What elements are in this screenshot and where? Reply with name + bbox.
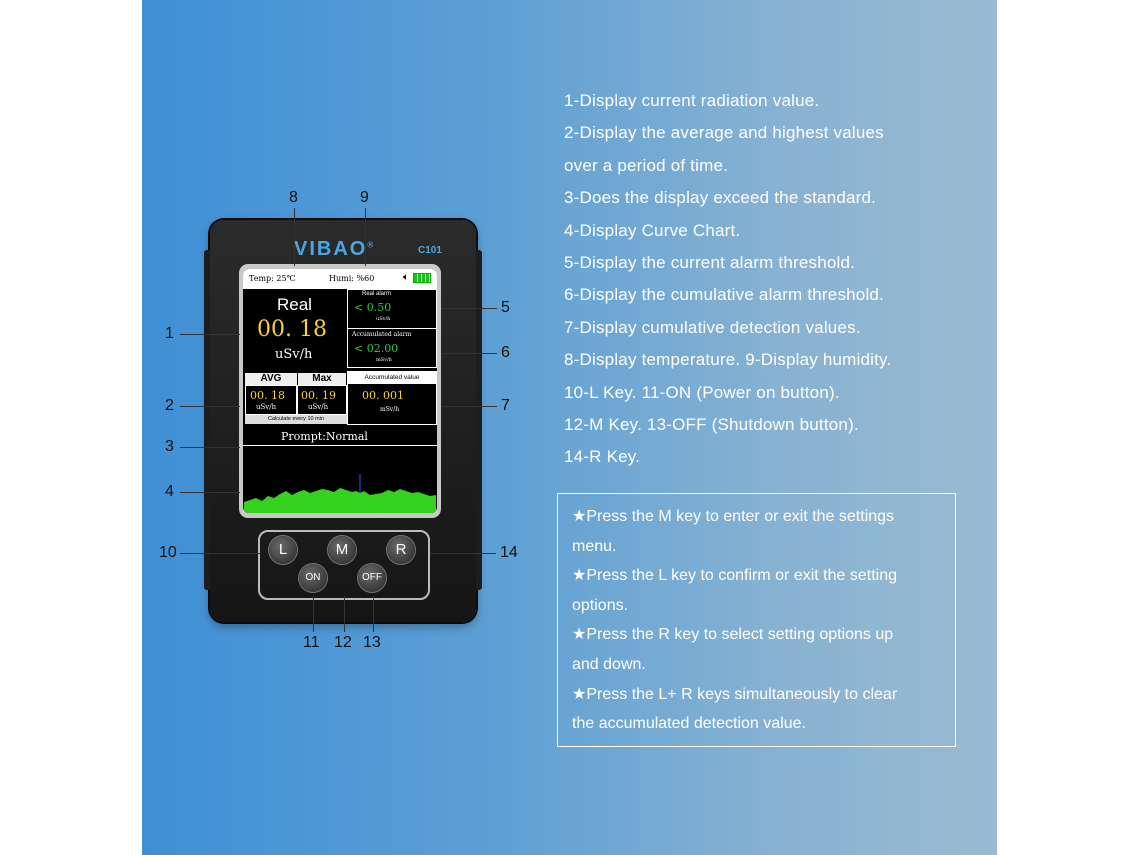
callout-9-line bbox=[365, 208, 366, 266]
instruction-line: ★Press the L key to confirm or exit the … bbox=[572, 567, 897, 585]
on-button[interactable]: ON bbox=[299, 564, 327, 592]
description-line: 4-Display Curve Chart. bbox=[564, 220, 741, 240]
instruction-line: the accumulated detection value. bbox=[572, 715, 806, 733]
callout-7-line bbox=[442, 406, 497, 407]
callout-2: 2 bbox=[165, 397, 174, 414]
m-key-button[interactable]: M bbox=[328, 536, 356, 564]
model-label: C101 bbox=[418, 245, 442, 256]
callout-13-line bbox=[373, 596, 374, 632]
callout-6: 6 bbox=[501, 344, 510, 361]
real-unit: uSv/h bbox=[275, 347, 313, 362]
accumulated-value: 00. 001 bbox=[362, 389, 404, 402]
radiation-curve-chart bbox=[244, 474, 436, 513]
description-line: over a period of time. bbox=[564, 155, 729, 175]
callout-11: 11 bbox=[303, 634, 320, 651]
temperature-readout: Temp: 25℃ bbox=[249, 274, 296, 283]
real-alarm-label: Real alarm bbox=[362, 291, 392, 297]
accumulated-alarm-value: < 02.00 bbox=[354, 342, 399, 355]
avg-unit: uSv/h bbox=[256, 403, 277, 411]
real-alarm-value: < 0.50 bbox=[354, 301, 392, 314]
battery-icon bbox=[413, 273, 431, 283]
real-value: 00. 18 bbox=[257, 317, 327, 342]
callout-5: 5 bbox=[501, 299, 510, 316]
callout-9: 9 bbox=[360, 189, 369, 206]
avg-header: AVG bbox=[245, 373, 297, 385]
description-line: 12-M Key. 13-OFF (Shutdown button). bbox=[564, 415, 859, 435]
off-button[interactable]: OFF bbox=[358, 564, 386, 592]
accumulated-value-box: Accumulated value 00. 001 mSv/h bbox=[347, 371, 437, 425]
max-unit: uSv/h bbox=[308, 403, 329, 411]
prompt-status: Prompt:Normal bbox=[281, 430, 368, 443]
humidity-readout: Humi: %60 bbox=[329, 274, 375, 283]
description-line: 8-Display temperature. 9-Display humidit… bbox=[564, 350, 892, 370]
dosimeter-device: VIBAO® C101 Temp: 25℃ Humi: %60 🔈︎ Real … bbox=[204, 220, 482, 622]
device-screen: Temp: 25℃ Humi: %60 🔈︎ Real 00. 18 uSv/h… bbox=[243, 269, 437, 513]
accumulated-alarm-box: Accumulated alarm < 02.00 mSv/h bbox=[347, 328, 437, 368]
real-alarm-box: Real alarm < 0.50 uSv/h bbox=[347, 289, 437, 329]
description-line: 2-Display the average and highest values bbox=[564, 123, 884, 143]
avg-box: 00. 18 uSv/h bbox=[245, 385, 297, 415]
accumulated-alarm-unit: mSv/h bbox=[376, 357, 392, 363]
description-line: 7-Display cumulative detection values. bbox=[564, 317, 861, 337]
callout-14: 14 bbox=[500, 544, 518, 561]
callout-6-line bbox=[442, 353, 497, 354]
instructions-box: ★Press the M key to enter or exit the se… bbox=[557, 493, 956, 747]
description-line: 6-Display the cumulative alarm threshold… bbox=[564, 285, 885, 305]
description-line: 3-Does the display exceed the standard. bbox=[564, 188, 877, 208]
feature-description-list: 1-Display current radiation value. 2-Dis… bbox=[564, 85, 974, 474]
brand-logo: VIBAO® bbox=[294, 238, 376, 260]
max-box: 00. 19 uSv/h bbox=[297, 385, 347, 415]
callout-5-line bbox=[442, 308, 497, 309]
callout-8-line bbox=[294, 208, 295, 266]
callout-2-line bbox=[180, 406, 240, 407]
instruction-line: ★Press the L+ R keys simultaneously to c… bbox=[572, 685, 898, 703]
callout-12-line bbox=[344, 596, 345, 632]
description-line: 1-Display current radiation value. bbox=[564, 91, 820, 110]
callout-10: 10 bbox=[159, 544, 177, 561]
speaker-icon: 🔈︎ bbox=[403, 272, 409, 283]
instruction-line: options. bbox=[572, 596, 629, 614]
description-line: 10-L Key. 11-ON (Power on button). bbox=[564, 382, 840, 402]
accumulated-alarm-label: Accumulated alarm bbox=[352, 331, 412, 338]
callout-12: 12 bbox=[334, 634, 352, 651]
r-key-button[interactable]: R bbox=[387, 536, 415, 564]
max-header: Max bbox=[298, 373, 346, 385]
status-bar: Temp: 25℃ Humi: %60 🔈︎ bbox=[243, 269, 437, 289]
callout-4: 4 bbox=[165, 483, 174, 500]
callout-7: 7 bbox=[501, 397, 510, 414]
l-key-button[interactable]: L bbox=[269, 536, 297, 564]
callout-1-line bbox=[180, 334, 240, 335]
max-value: 00. 19 bbox=[301, 389, 336, 402]
callout-10-line bbox=[180, 553, 260, 554]
product-panel: VIBAO® C101 Temp: 25℃ Humi: %60 🔈︎ Real … bbox=[142, 0, 997, 855]
instruction-line: ★Press the R key to select setting optio… bbox=[572, 626, 894, 644]
callout-4-line bbox=[180, 492, 240, 493]
callout-14-line bbox=[430, 553, 496, 554]
accumulated-value-unit: mSv/h bbox=[380, 406, 400, 413]
avg-value: 00. 18 bbox=[250, 389, 285, 402]
prompt-divider bbox=[243, 445, 437, 446]
calc-note: Calculate every 10 min bbox=[245, 415, 347, 424]
instruction-line: ★Press the M key to enter or exit the se… bbox=[572, 508, 895, 525]
instruction-line: menu. bbox=[572, 537, 617, 555]
callout-13: 13 bbox=[363, 634, 381, 651]
callout-11-line bbox=[313, 596, 314, 632]
real-label: Real bbox=[277, 295, 312, 314]
callout-3: 3 bbox=[165, 438, 174, 455]
description-line: 14-R Key. bbox=[564, 447, 641, 467]
callout-1: 1 bbox=[165, 325, 174, 342]
callout-8: 8 bbox=[289, 189, 298, 206]
screen-bezel: Temp: 25℃ Humi: %60 🔈︎ Real 00. 18 uSv/h… bbox=[239, 264, 441, 518]
button-panel: L M R ON OFF bbox=[258, 530, 430, 600]
real-alarm-unit: uSv/h bbox=[376, 316, 391, 322]
instruction-line: and down. bbox=[572, 655, 646, 673]
description-line: 5-Display the current alarm threshold. bbox=[564, 253, 856, 273]
accumulated-value-label: Accumulated value bbox=[348, 372, 436, 384]
callout-3-line bbox=[180, 447, 240, 448]
